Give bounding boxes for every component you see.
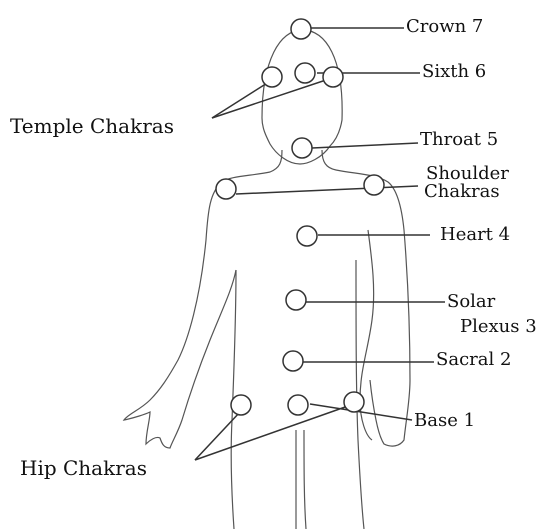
solar-label-line1: Solar: [447, 293, 495, 311]
shoulder-chakra-right: [364, 175, 384, 195]
crown-chakra: [291, 19, 311, 39]
throat-chakra: [292, 138, 312, 158]
leg-split-2: [304, 430, 306, 529]
sixth-label: Sixth 6: [422, 63, 486, 81]
hip-label: Hip Chakras: [20, 458, 147, 478]
solar-label-line2: Plexus 3: [460, 318, 537, 336]
heart-chakra: [297, 226, 317, 246]
sacral-chakra: [283, 351, 303, 371]
temple-label: Temple Chakras: [10, 116, 174, 136]
sacral-label: Sacral 2: [436, 351, 511, 369]
chakra-points: [216, 19, 384, 415]
base-chakra: [288, 395, 308, 415]
hip-line-right: [195, 406, 348, 460]
right-body-outline: [322, 150, 410, 446]
left-body-outline: [124, 150, 282, 448]
sixth-chakra: [295, 63, 315, 83]
temple-chakra-right: [323, 67, 343, 87]
shoulder-chakra-left: [216, 179, 236, 199]
hip-chakra-left: [231, 395, 251, 415]
hip-chakra-right: [344, 392, 364, 412]
solar-chakra: [286, 290, 306, 310]
throat-line: [312, 143, 418, 148]
shoulder-label-line2: Chakras: [424, 183, 500, 201]
crown-label: Crown 7: [406, 18, 483, 36]
heart-label: Heart 4: [440, 226, 510, 244]
base-label: Base 1: [414, 412, 475, 430]
throat-label: Throat 5: [420, 131, 498, 149]
body-outline: [124, 30, 410, 529]
temple-chakra-left: [262, 67, 282, 87]
shoulder-line: [236, 186, 418, 194]
